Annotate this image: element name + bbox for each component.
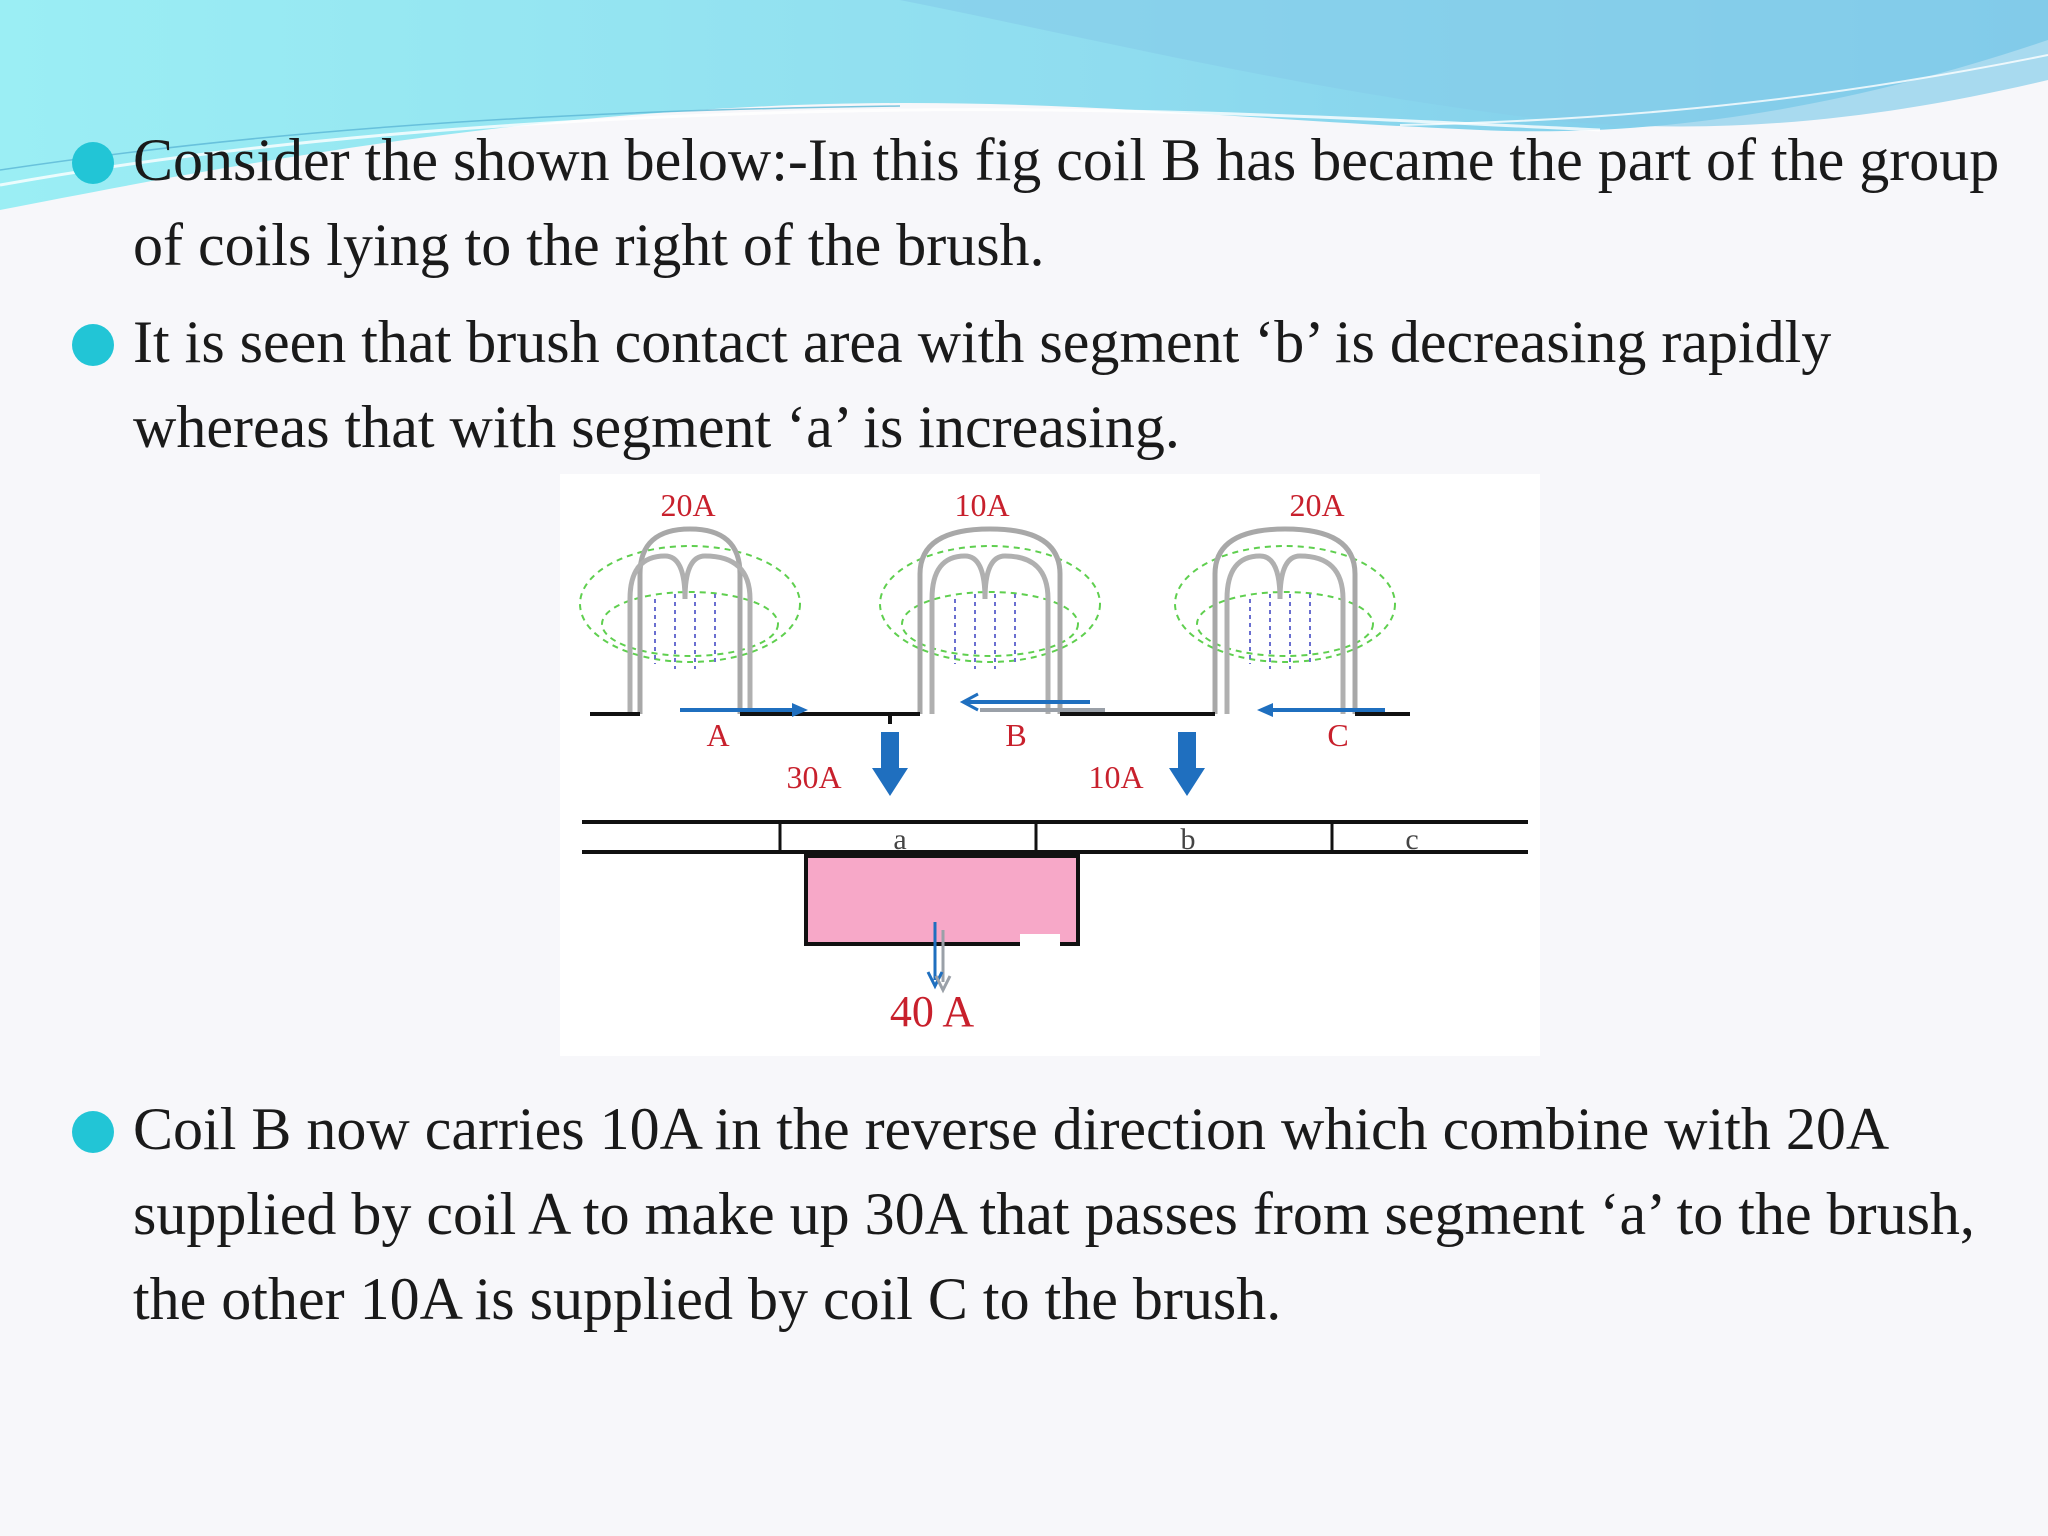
coil-c-windings — [1174, 526, 1396, 714]
coil-b-windings — [879, 526, 1101, 714]
bullet-dot-icon — [72, 142, 114, 184]
coil-b-name-label: B — [1005, 717, 1026, 753]
commutator-segments — [582, 820, 1528, 854]
segment-b-current-arrow — [1169, 732, 1205, 796]
coil-a-name-label: A — [706, 717, 729, 753]
header-wave-decoration — [0, 0, 2048, 210]
segment-b-current-label: 10A — [1088, 759, 1143, 795]
coil-a-current-label: 20A — [660, 487, 715, 523]
coil-a-current-arrow — [680, 703, 808, 717]
bullet-1: Consider the shown below:-In this fig co… — [72, 118, 2012, 288]
bullet-3: Coil B now carries 10A in the reverse di… — [72, 1087, 2012, 1342]
coil-c-current-label: 20A — [1289, 487, 1344, 523]
bullet-1-text: Consider the shown below:-In this fig co… — [133, 127, 2000, 278]
segment-a-label: a — [893, 823, 906, 856]
coil-a-windings — [579, 526, 801, 714]
segment-a-current-arrow — [872, 732, 908, 796]
coil-b-current-arrow — [959, 692, 1105, 712]
commutation-diagram: 20A 10A 20A A B C 30A 10A a b c 40 A — [560, 474, 1540, 1056]
coil-b-current-label: 10A — [954, 487, 1009, 523]
coil-wiring — [590, 712, 1410, 724]
bullet-2-text: It is seen that brush contact area with … — [133, 309, 1832, 460]
coil-c-name-label: C — [1327, 717, 1348, 753]
segment-b-label: b — [1181, 823, 1196, 856]
coil-c-current-arrow — [1257, 703, 1385, 717]
segment-c-label: c — [1405, 823, 1418, 856]
bullet-3-text: Coil B now carries 10A in the reverse di… — [133, 1096, 1975, 1332]
bullet-2: It is seen that brush contact area with … — [72, 300, 2012, 470]
bullet-dot-icon — [72, 324, 114, 366]
brush-current-label: 40 A — [890, 987, 975, 1036]
segment-a-current-label: 30A — [786, 759, 841, 795]
brush-output-arrow — [926, 922, 952, 994]
bullet-dot-icon — [72, 1111, 114, 1153]
